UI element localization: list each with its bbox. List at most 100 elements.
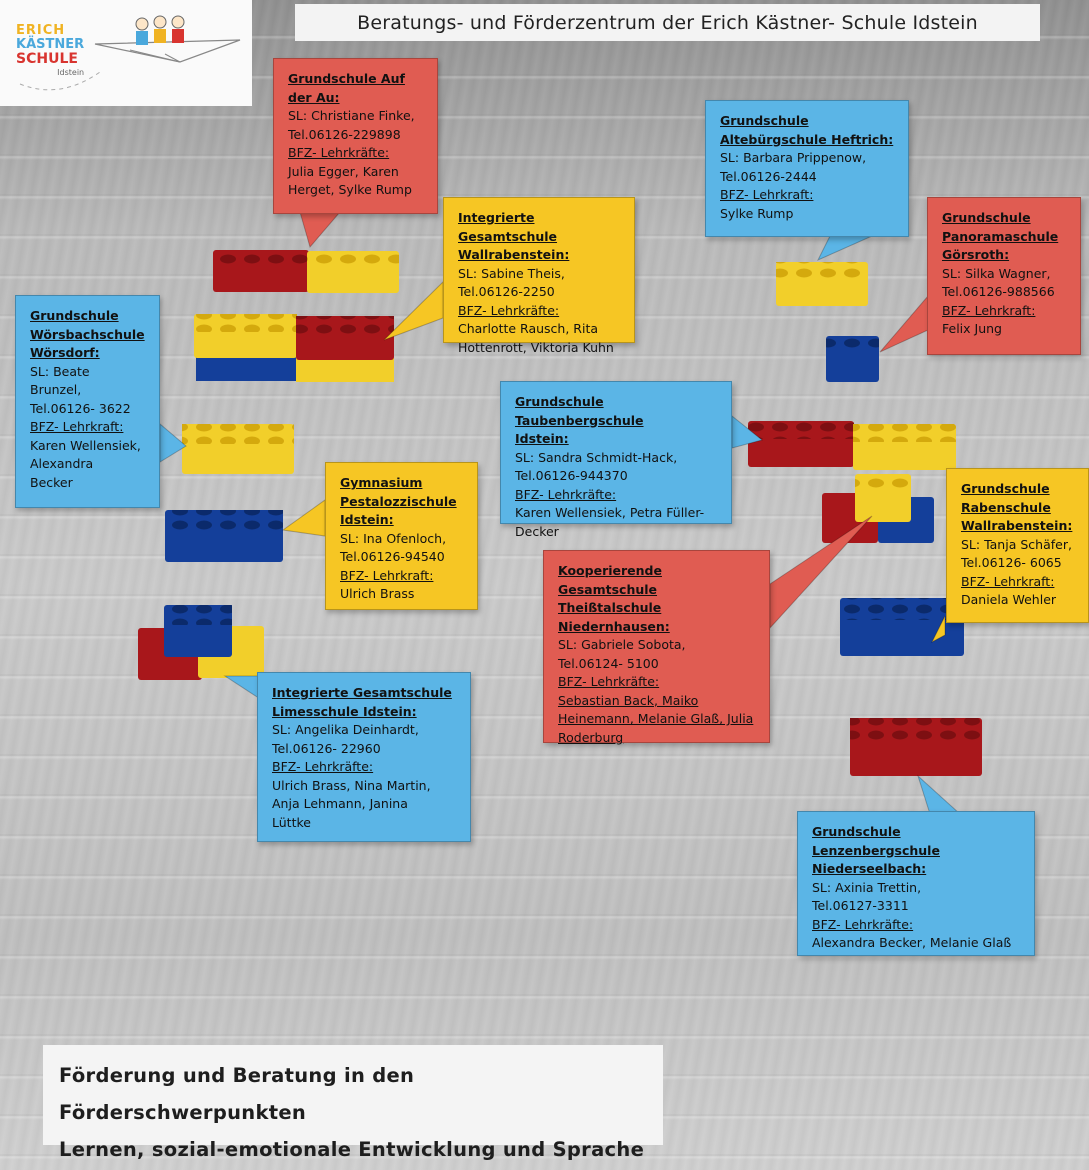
brick-red-3 <box>850 718 982 776</box>
school-info: SL: Axinia Trettin, <box>812 879 922 895</box>
brick-blue-1 <box>826 336 879 382</box>
school-bubble-alteburgschule: Grundschule Altebürgschule Heftrich: SL:… <box>705 100 909 237</box>
school-name: Niedernhausen: <box>558 618 670 634</box>
school-name: Limesschule Idstein: <box>272 703 417 719</box>
school-info: Tel.06126-2250 <box>458 284 555 299</box>
school-info: SL: Beate <box>30 363 90 379</box>
staff-label: BFZ- Lehrkräfte: <box>288 145 390 160</box>
paper-plane-icon <box>19 15 241 91</box>
brick-yellow-1 <box>307 251 399 293</box>
brick-blue-3 <box>840 598 964 656</box>
staff-name: Anja Lehmann, Janina <box>272 796 408 811</box>
staff-label: BFZ- Lehrkräfte: <box>458 302 560 318</box>
school-logo: ERICH KÄSTNER SCHULE Idstein <box>0 0 252 106</box>
school-info: Tel.06124- 5100 <box>558 655 659 671</box>
school-name: Grundschule <box>942 210 1031 225</box>
staff-label: BFZ- Lehrkraft: <box>340 567 434 583</box>
school-bubble-panoramaschule: Grundschule Panoramaschule Görsroth: SL:… <box>927 197 1081 355</box>
school-bubble-rabenschule: Grundschule Rabenschule Wallrabenstein: … <box>946 468 1089 623</box>
staff-label: BFZ- Lehrkraft: <box>942 302 1036 318</box>
brick-yellow-3 <box>182 424 294 474</box>
school-info: Tel.06126-944370 <box>515 468 628 483</box>
brick-blue-2 <box>165 510 283 562</box>
school-bubble-limesschule: Integrierte Gesamtschule Limesschule Ids… <box>257 672 471 842</box>
staff-label: BFZ- Lehrkräfte: <box>558 674 660 689</box>
staff-name: Karen Wellensiek, Petra Füller- <box>515 505 705 520</box>
school-name: Grundschule Lenzenbergschule <box>812 824 940 858</box>
brick-stack-3 <box>138 605 264 680</box>
school-name: Wallrabenstein: <box>961 518 1073 533</box>
staff-name: Julia Egger, Karen <box>288 163 399 179</box>
staff-name: Herget, Sylke Rump <box>288 182 412 197</box>
school-info: SL: Tanja Schäfer, <box>961 536 1072 552</box>
school-name: Grundschule Auf <box>288 71 405 86</box>
school-name: Niederseelbach: <box>812 861 927 876</box>
logo-line3: SCHULE <box>16 51 78 67</box>
school-name: Pestalozzischule <box>340 493 457 509</box>
school-info: Tel.06126-988566 <box>942 284 1055 299</box>
school-name: Gymnasium <box>340 475 423 490</box>
school-bubble-auf-der-au: Grundschule Auf der Au: SL: Christiane F… <box>273 58 438 214</box>
brick-red-1 <box>213 250 309 292</box>
school-name: Integrierte Gesamtschule <box>272 685 452 700</box>
brick-stack-2 <box>822 474 934 543</box>
logo-line4: Idstein <box>57 68 85 77</box>
staff-label: BFZ- Lehrkräfte: <box>515 486 617 502</box>
staff-name: Ulrich Brass <box>340 586 415 601</box>
school-info: SL: Ina Ofenloch, <box>340 530 447 546</box>
staff-name: Alexandra <box>30 456 94 471</box>
brick-red-2 <box>748 421 854 467</box>
school-name: Theißtalschule <box>558 600 662 615</box>
school-name: Idstein: <box>340 512 394 527</box>
staff-name: Decker <box>515 523 559 539</box>
school-info: Tel.06126-229898 <box>288 126 401 142</box>
school-name: der Au: <box>288 89 340 105</box>
staff-label: BFZ- Lehrkräfte: <box>272 759 374 774</box>
school-name: Wörsdorf: <box>30 345 100 360</box>
staff-name: Sylke Rump <box>720 205 794 221</box>
school-info: SL: Sabine Theis, <box>458 265 565 281</box>
logo-line2: KÄSTNER <box>16 37 85 52</box>
school-name: Wallrabenstein: <box>458 247 570 262</box>
school-name: Altebürgschule Heftrich: <box>720 131 894 147</box>
staff-label: BFZ- Lehrkraft: <box>720 187 814 202</box>
school-info: SL: Angelika Deinhardt, <box>272 722 419 737</box>
school-info: Tel.06126-94540 <box>340 549 445 564</box>
staff-name: Ulrich Brass, Nina Martin, <box>272 777 431 793</box>
school-info: Tel.06126- 22960 <box>272 740 381 756</box>
brick-yellow-2 <box>776 262 868 306</box>
staff-name: Charlotte Rausch, Rita <box>458 321 599 336</box>
footer-line1: Förderung und Beratung in den Förderschw… <box>59 1064 415 1124</box>
staff-label: BFZ- Lehrkräfte: <box>812 916 914 932</box>
school-info: Tel.06126- 6065 <box>961 555 1062 570</box>
school-name: Integrierte Gesamtschule <box>458 210 558 244</box>
school-info: SL: Silka Wagner, <box>942 265 1051 281</box>
brick-stack-1 <box>194 314 394 382</box>
school-bubble-woersbachschule: Grundschule Wörsbachschule Wörsdorf: SL:… <box>15 295 160 508</box>
school-info: SL: Barbara Prippenow, <box>720 150 867 165</box>
staff-name: Karen Wellensiek, <box>30 437 141 453</box>
footer-line2: Lernen, sozial-emotionale Entwicklung un… <box>59 1138 645 1161</box>
school-name: Kooperierende Gesamtschule <box>558 563 662 597</box>
footer-caption: Förderung und Beratung in den Förderschw… <box>43 1045 663 1161</box>
school-name: Grundschule <box>720 113 809 128</box>
staff-name: Becker <box>30 474 73 490</box>
school-info: Tel.06126- 3622 <box>30 400 131 416</box>
staff-label: BFZ- Lehrkraft: <box>30 419 124 434</box>
school-name: Grundschule <box>30 308 119 323</box>
brick-yellow-4 <box>853 424 956 470</box>
school-info: Brunzel, <box>30 382 82 397</box>
staff-label: BFZ- Lehrkraft: <box>961 573 1055 589</box>
school-name: Rabenschule <box>961 499 1051 515</box>
school-name: Görsroth: <box>942 247 1010 262</box>
school-info: SL: Sandra Schmidt-Hack, <box>515 449 678 465</box>
staff-name: Sebastian Back, Maiko <box>558 692 699 708</box>
logo-line1: ERICH <box>16 23 66 38</box>
school-info: SL: Gabriele Sobota, <box>558 637 686 652</box>
school-name: Idstein: <box>515 431 569 446</box>
school-bubble-theisstalschule: Kooperierende Gesamtschule Theißtalschul… <box>543 550 770 745</box>
school-name: Grundschule <box>961 481 1050 496</box>
school-name: Panoramaschule <box>942 228 1059 244</box>
staff-name: Daniela Wehler <box>961 592 1057 607</box>
